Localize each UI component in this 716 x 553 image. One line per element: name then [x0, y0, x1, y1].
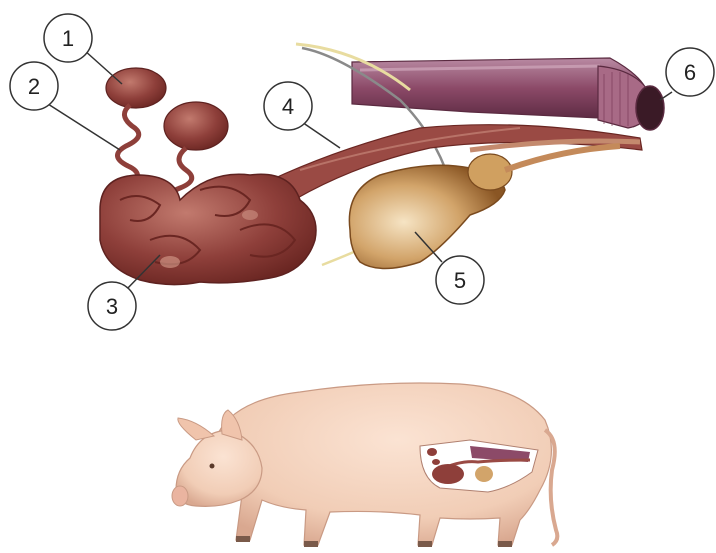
callout-5: 5 [436, 256, 484, 304]
callout-4: 4 [264, 82, 312, 130]
callout-5-number: 5 [454, 268, 466, 293]
callout-4-number: 4 [282, 94, 294, 119]
pig-ear-left [178, 418, 214, 440]
pig-eye [210, 464, 215, 469]
callout-3: 3 [88, 282, 136, 330]
pig-illustration [172, 383, 557, 547]
pig-head [176, 430, 262, 506]
pig-snout [172, 486, 188, 506]
callout-2: 2 [10, 62, 58, 110]
bladder [349, 146, 620, 269]
callout-6: 6 [666, 48, 714, 96]
callout-2-number: 2 [28, 74, 40, 99]
ovary-left [106, 68, 166, 108]
callout-1: 1 [44, 14, 92, 62]
uterine-horns [100, 174, 316, 284]
pig-hoof [304, 541, 318, 547]
ovary-right [164, 102, 228, 150]
pig-hoof [236, 536, 250, 542]
leader-1 [84, 50, 122, 84]
callout-1-number: 1 [62, 26, 74, 51]
organ-illustration [100, 44, 664, 285]
rectum [352, 58, 664, 130]
pig-hoof [498, 541, 512, 547]
oviduct-left [117, 105, 138, 186]
callout-6-number: 6 [684, 60, 696, 85]
callout-3-number: 3 [106, 294, 118, 319]
pig-hoof [418, 541, 432, 547]
leader-2 [48, 104, 120, 150]
rectum-opening [636, 86, 664, 130]
